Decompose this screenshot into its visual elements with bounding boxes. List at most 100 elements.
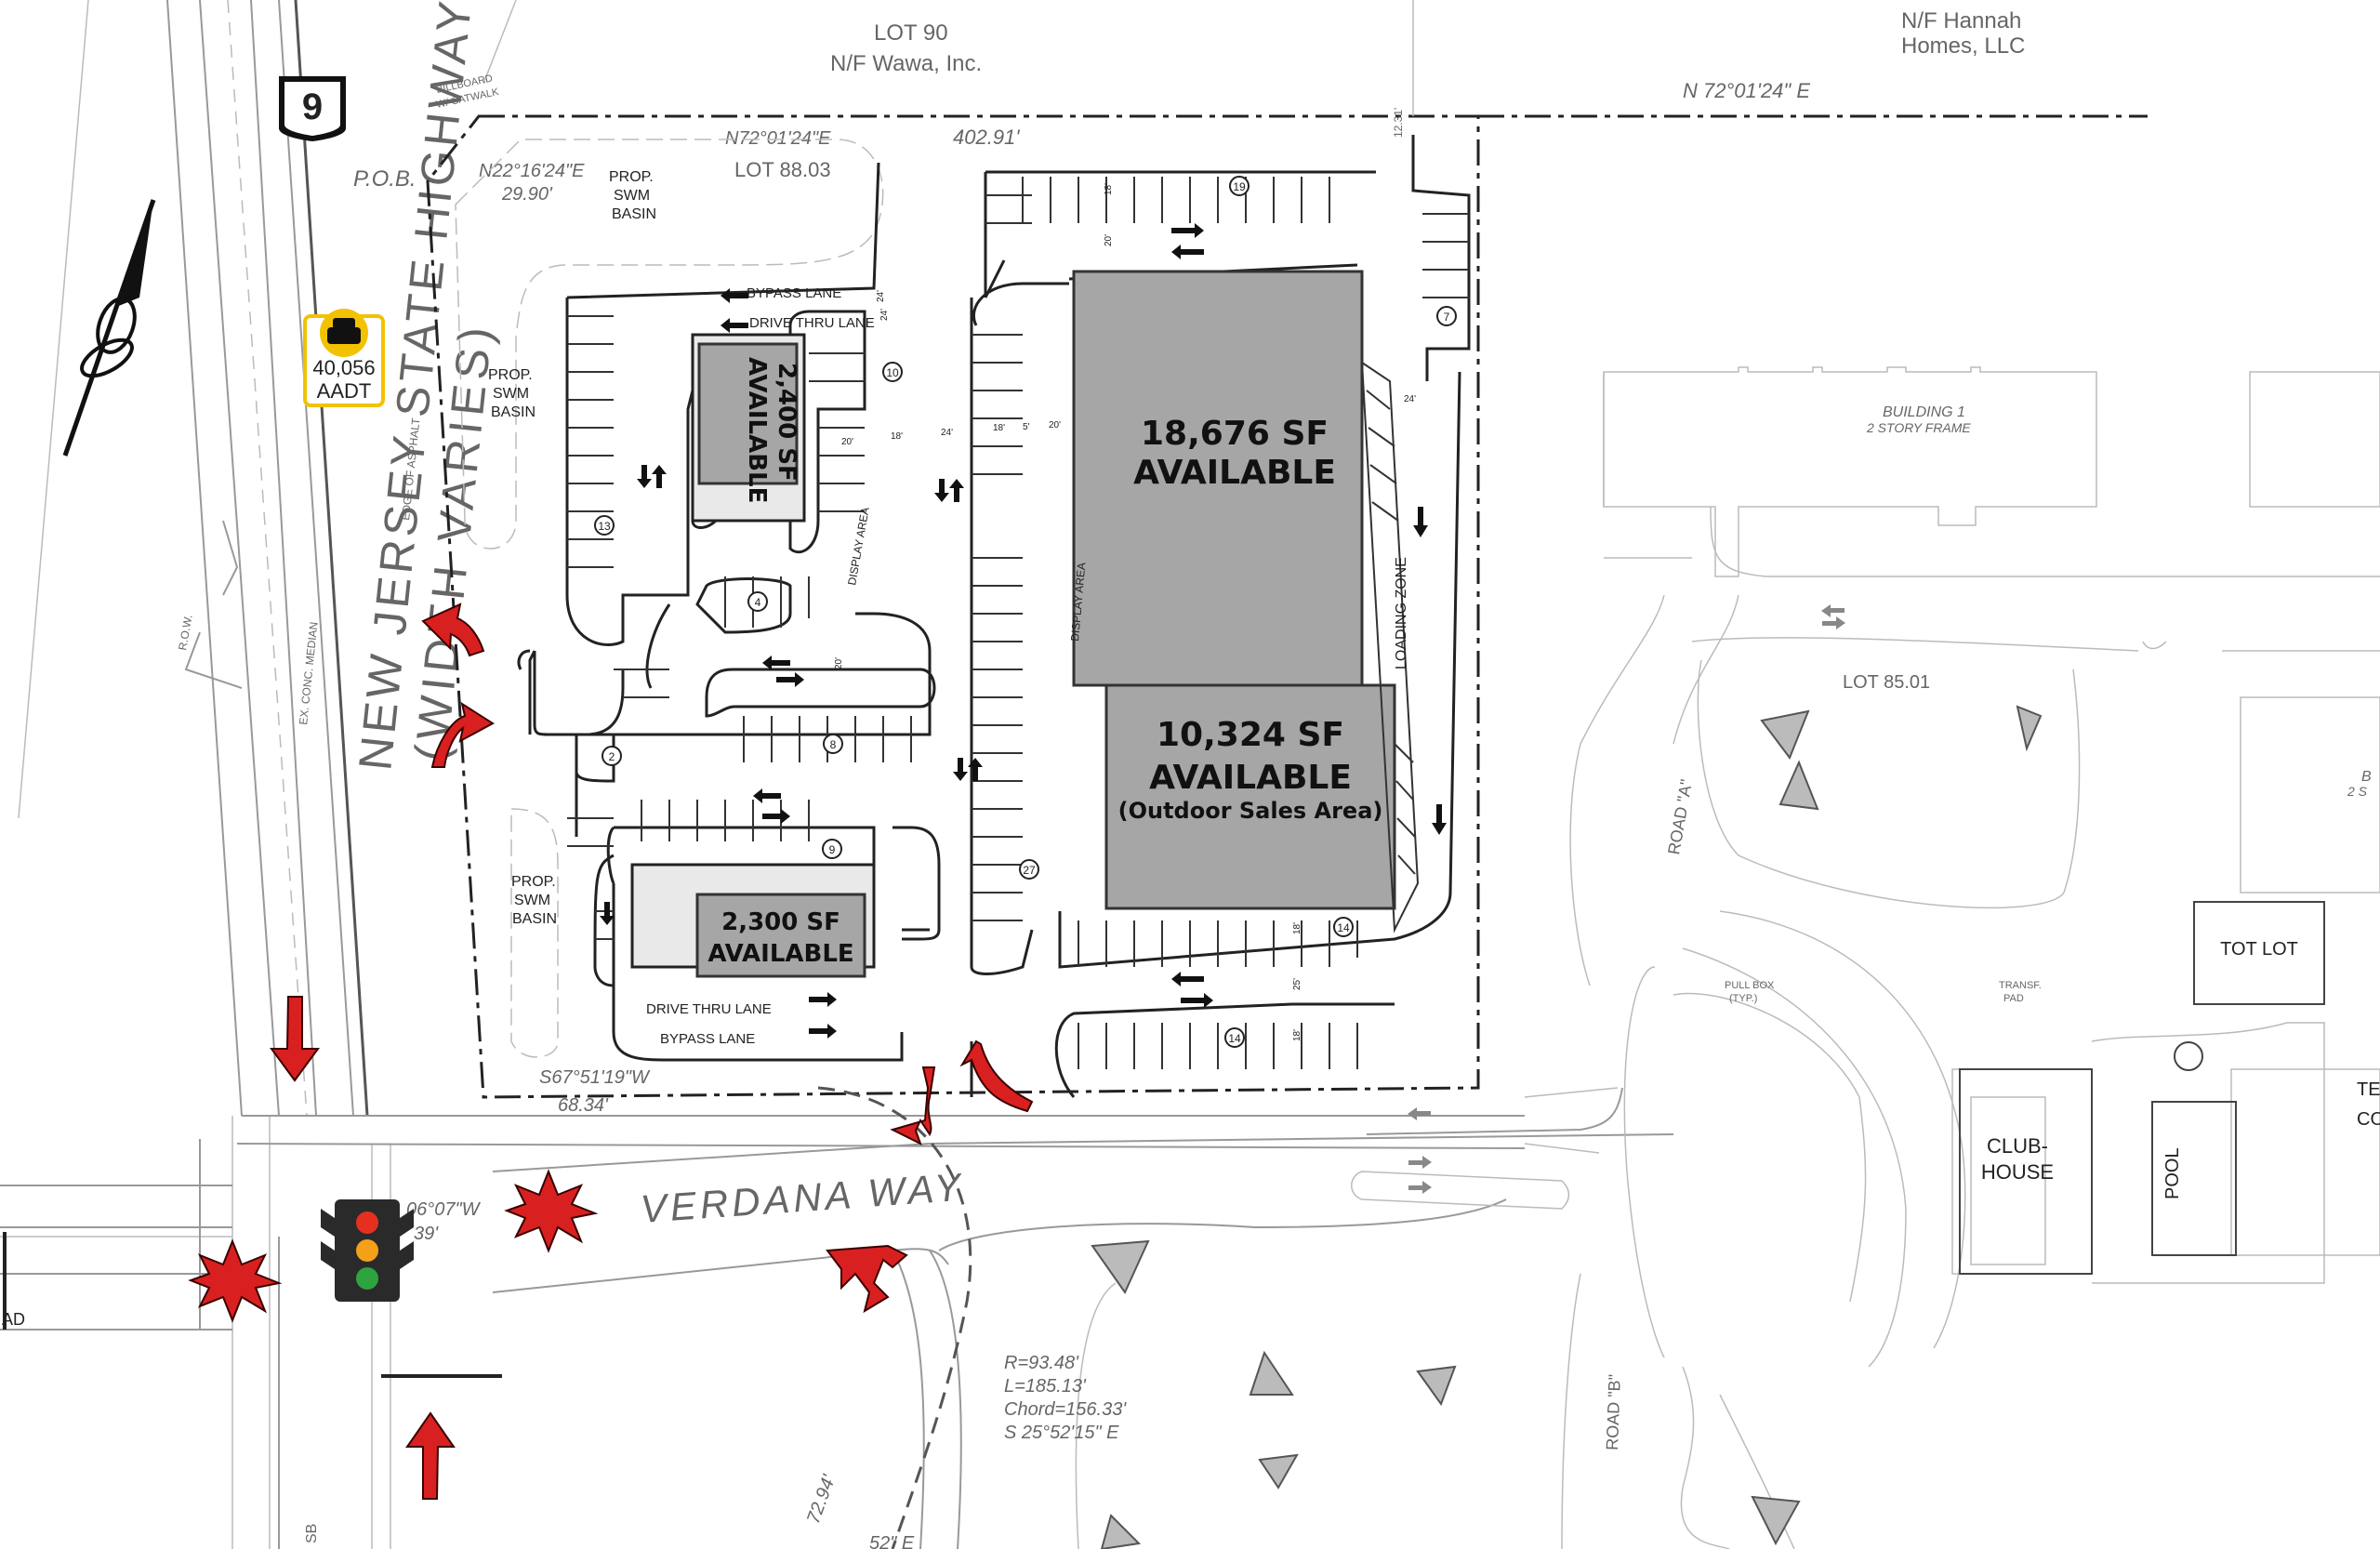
dim-20-d: 20': [834, 657, 844, 669]
dim-24-d: 24': [879, 309, 890, 321]
dim-20-a: 20': [1104, 234, 1114, 246]
top-line-bearing: N72°01'24"E: [725, 128, 831, 149]
dim-18-c: 18': [993, 423, 1005, 433]
dim-18-a: 18': [1104, 183, 1114, 195]
building-2400: [697, 342, 799, 485]
space-18676-area: 18,676 SF: [1141, 415, 1329, 453]
nw-bearing: N22°16'24"E: [479, 161, 585, 181]
traffic-light-icon: [321, 1199, 414, 1302]
curve-length: L=185.13': [1004, 1376, 1087, 1397]
arrow-4way-east: [504, 1169, 599, 1253]
swm-2-swm: SWM: [493, 386, 529, 402]
dim-24-a: 24': [876, 290, 886, 302]
route-shield-number: 9: [302, 86, 323, 127]
north-arrow-icon: [62, 199, 156, 457]
dim-18-e: 18': [1292, 1029, 1302, 1041]
space-2400-status: AVAILABLE: [743, 357, 771, 503]
road-a-label: ROAD "A": [1664, 778, 1696, 856]
tot-lot-label: TOT LOT: [2220, 939, 2298, 960]
curve-chord: Chord=156.33': [1004, 1399, 1127, 1420]
property-boundary: [426, 0, 2148, 1099]
lot-85-01-label: LOT 85.01: [1843, 672, 1930, 693]
dim-5: 5': [1023, 422, 1030, 432]
row-label: R.O.W.: [176, 614, 195, 652]
bypass-lane-label-south: BYPASS LANE: [660, 1031, 755, 1047]
bottom-distance: 72.94': [803, 1471, 840, 1526]
display-area-label-west: DISPLAY AREA: [845, 506, 872, 586]
traffic-count-unit: AADT: [317, 379, 372, 403]
dim-20-c: 20': [1049, 420, 1061, 430]
nw-distance: 29.90': [501, 184, 553, 205]
pool-outline: [2151, 1101, 2237, 1256]
stall-count-markers: 19 7 10 13 4 2 8 9 27 14 14: [594, 176, 1457, 1048]
building-1-sub-label: 2 STORY FRAME: [1866, 420, 1971, 435]
verdana-way-label: VERDANA WAY: [639, 1165, 965, 1231]
building-1-label: BUILDING 1: [1883, 404, 1965, 420]
arrow-right-in-south: [430, 701, 495, 768]
bypass-lane-label-north: BYPASS LANE: [747, 285, 841, 301]
pull-box-label: PULL BOX: [1725, 980, 1775, 991]
space-10324-status: AVAILABLE: [1149, 759, 1352, 797]
red-movement-arrows: [188, 602, 1034, 1500]
bottom-bearing: 52" E: [869, 1533, 915, 1549]
tot-lot-box: [2193, 901, 2325, 1005]
stall-count-13: 13: [598, 520, 611, 533]
ex-conc-median-label: EX. CONC. MEDIAN: [297, 621, 321, 725]
arrow-verdana-split: [826, 1244, 908, 1314]
building-10324: [1104, 683, 1396, 910]
dim-25: 25': [1292, 978, 1302, 990]
clubhouse-outline: [1959, 1068, 2093, 1275]
clubhouse-label-2: HOUSE: [1981, 1160, 2054, 1184]
tree-symbols: [1091, 705, 2043, 1549]
swm-3-basin: BASIN: [512, 911, 557, 927]
hannah-owner-label-2: Homes, LLC: [1901, 33, 2025, 59]
dim-20-b: 20': [841, 437, 853, 447]
stall-count-9: 9: [829, 843, 836, 856]
arrow-south-highway: [270, 996, 320, 1082]
offsite-development: [1524, 366, 2380, 1549]
side-distance: 12.31': [1392, 108, 1405, 138]
lot-88-03-label: LOT 88.03: [734, 158, 831, 181]
ad-label: AD: [2, 1310, 25, 1329]
stall-count-8: 8: [830, 738, 837, 751]
pull-box-typ-label: (TYP.): [1729, 993, 1757, 1004]
top-line-distance: 402.91': [953, 126, 1020, 149]
south-line-bearing: S67°51'19"W: [539, 1067, 651, 1088]
pad-label: PAD: [2003, 993, 2024, 1004]
dim-18-b: 18': [891, 431, 903, 442]
stall-count-27: 27: [1023, 864, 1036, 877]
traffic-count-value: 40,056: [312, 356, 375, 379]
stall-count-7: 7: [1444, 311, 1450, 324]
west-intersection: [0, 1139, 502, 1549]
pool-label: POOL: [2162, 1147, 2183, 1199]
site-curbs: [517, 135, 1471, 1098]
co-label: CO: [2357, 1109, 2380, 1130]
swm-2-basin: BASIN: [491, 404, 536, 420]
stall-count-4: 4: [755, 596, 761, 609]
dim-18-d: 18': [1292, 922, 1302, 934]
west-distance: 39': [414, 1224, 439, 1244]
clubhouse-label-1: CLUB-: [1987, 1134, 2048, 1158]
swm-3-swm: SWM: [514, 893, 550, 908]
pob-label: P.O.B.: [353, 166, 416, 192]
lot-90-owner: N/F Wawa, Inc.: [830, 51, 982, 76]
curve-radius: R=93.48': [1004, 1353, 1079, 1373]
swm-2-prop: PROP.: [488, 367, 533, 383]
swm-1-swm: SWM: [614, 188, 650, 204]
arrow-4way-west: [188, 1238, 283, 1323]
dim-24-b: 24': [941, 428, 953, 438]
arrow-driveway-in: [959, 1039, 1034, 1113]
traffic-direction-arrows: [600, 223, 1447, 1039]
road-b-label: ROAD "B": [1603, 1374, 1624, 1450]
swm-1-prop: PROP.: [609, 169, 654, 185]
route-9-shield: 9: [279, 76, 346, 141]
west-bearing: 06°07"W: [406, 1199, 482, 1220]
highway: [18, 0, 391, 1549]
arrow-driveway-out: [890, 1066, 936, 1146]
sb-label: SB: [304, 1524, 320, 1543]
building-2300: [695, 893, 866, 978]
south-line-distance: 68.34': [558, 1095, 609, 1116]
space-10324-note: (Outdoor Sales Area): [1118, 798, 1383, 824]
space-18676-status: AVAILABLE: [1133, 454, 1336, 492]
